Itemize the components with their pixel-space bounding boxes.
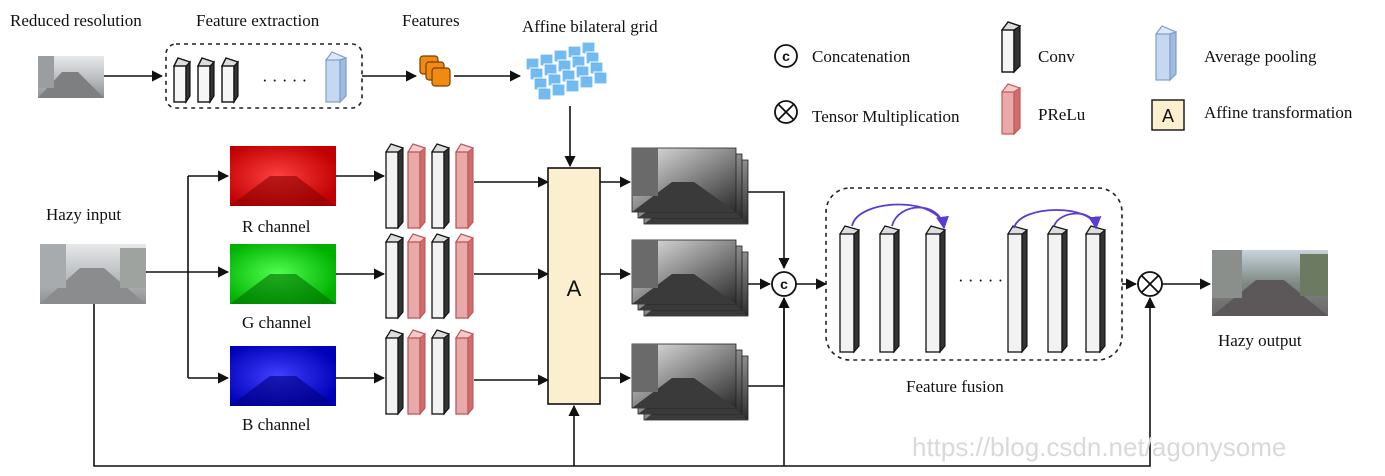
- r-channel-label: R channel: [242, 217, 311, 236]
- svg-text:A: A: [567, 276, 582, 301]
- grid-cell: [537, 87, 552, 101]
- conv-block: [925, 225, 946, 354]
- legend-conv: Conv: [1038, 47, 1075, 66]
- tensor-multiplication-node: [1137, 271, 1163, 297]
- average-pooling-block: [325, 51, 347, 104]
- conv-block: [839, 225, 860, 354]
- hazy-input-image: [40, 244, 146, 304]
- conv-block: [173, 57, 191, 104]
- grid-cell: [551, 83, 566, 97]
- concatenation-node: c: [771, 271, 797, 297]
- grid-cell: [565, 79, 580, 93]
- conv-block: [385, 143, 404, 230]
- affine-transformation-block: A: [547, 167, 601, 405]
- grayscale-channel-image: [631, 147, 737, 213]
- skip-connection-line: [93, 296, 1156, 467]
- reduced-resolution-label: Reduced resolution: [10, 11, 142, 30]
- conv-block: [221, 57, 239, 104]
- transformed-channel-images: [631, 147, 749, 421]
- fusion-conv-layers: [839, 225, 1106, 354]
- prelu-block: [455, 233, 474, 320]
- prelu-block: [455, 329, 474, 416]
- svg-text:c: c: [782, 48, 790, 64]
- hazy-output-image: [1212, 250, 1328, 316]
- grayscale-channel-image: [631, 239, 737, 305]
- conv-block: [431, 329, 450, 416]
- g-channel-label: G channel: [242, 313, 312, 332]
- skip-connection-arrow: [1053, 212, 1102, 230]
- legend-tensor-multiplication: Tensor Multiplication: [812, 107, 960, 126]
- b-channel-image: [230, 346, 336, 406]
- tensor-multiplication-symbol: [774, 100, 798, 124]
- connector: [748, 296, 790, 387]
- conv-block: [431, 233, 450, 320]
- legend-conv-icon: [1000, 21, 1022, 74]
- legend-affine-icon: A: [1151, 99, 1185, 131]
- watermark: https://blog.csdn.net/agonysome: [912, 432, 1286, 462]
- legend-prelu-icon: [1001, 83, 1021, 136]
- feature-extraction-box: [165, 43, 363, 109]
- conv-block: [1047, 225, 1068, 354]
- affine-bilateral-grid-label: Affine bilateral grid: [522, 17, 658, 36]
- grayscale-channel-image: [631, 343, 737, 409]
- conv-block: [1085, 225, 1106, 354]
- svg-text:A: A: [1162, 106, 1174, 126]
- legend-prelu: PReLu: [1038, 105, 1086, 124]
- features-icon: [419, 55, 451, 87]
- hazy-output-label: Hazy output: [1218, 331, 1302, 350]
- fusion-ellipsis: · · · · ·: [958, 271, 1003, 290]
- ellipsis: · · · · ·: [262, 71, 307, 90]
- conv-block: [385, 233, 404, 320]
- conv-block: [431, 143, 450, 230]
- grid-cell: [593, 71, 608, 85]
- feature-extraction-label: Feature extraction: [196, 11, 320, 30]
- hazy-input-label: Hazy input: [46, 205, 121, 224]
- affine-bilateral-grid-icon: [525, 41, 608, 101]
- connector: [748, 191, 790, 270]
- prelu-block: [455, 143, 474, 230]
- prelu-block: [407, 329, 426, 416]
- conv-block: [197, 57, 215, 104]
- features-label: Features: [402, 11, 460, 30]
- feature-fusion-label: Feature fusion: [906, 377, 1004, 396]
- reduced-resolution-image: [38, 56, 104, 98]
- g-channel-image: [230, 244, 336, 304]
- legend-affine-transformation: Affine transformation: [1204, 103, 1353, 122]
- conv-block: [385, 329, 404, 416]
- svg-text:c: c: [780, 276, 788, 292]
- concatenation-symbol: c: [774, 44, 798, 68]
- b-channel-label: B channel: [242, 415, 311, 434]
- legend-concatenation: Concatenation: [812, 47, 911, 66]
- grid-cell: [579, 75, 594, 89]
- legend-average-pooling-icon: [1155, 25, 1177, 82]
- skip-connection-arrow: [891, 206, 949, 230]
- conv-block: [879, 225, 900, 354]
- prelu-block: [407, 233, 426, 320]
- r-channel-image: [230, 146, 336, 206]
- prelu-block: [407, 143, 426, 230]
- legend-average-pooling: Average pooling: [1204, 47, 1317, 66]
- feature-fusion-box: [825, 187, 1123, 361]
- conv-prelu-stacks: [385, 143, 474, 416]
- conv-block: [1007, 225, 1028, 354]
